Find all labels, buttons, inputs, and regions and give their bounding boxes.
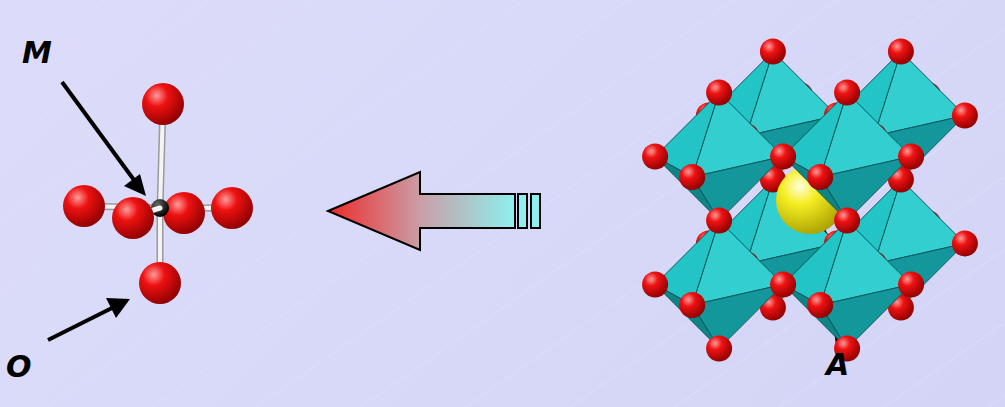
oxygen-atom [642, 144, 668, 170]
octahedron-face [655, 157, 719, 221]
octahedron-face [783, 157, 847, 221]
oxygen-atom [952, 103, 978, 129]
oxygen-atom [679, 292, 705, 318]
oxygen-atom [706, 80, 732, 106]
oxygen-atom [888, 39, 914, 65]
octahedron-face [692, 157, 783, 221]
oxygen-atom [770, 272, 796, 298]
oxygen-atom [706, 336, 732, 362]
octahedron-face [783, 285, 847, 349]
oxygen-atom [760, 39, 786, 65]
octahedron-face [692, 285, 783, 349]
oxygen-atom [706, 208, 732, 234]
oxygen-atom [807, 164, 833, 190]
oxygen-atom [679, 164, 705, 190]
part-label: O [6, 352, 32, 382]
transition-arrow [328, 172, 540, 250]
oxygen-atom [834, 208, 860, 234]
oxygen-atom [834, 80, 860, 106]
oxygen-atom [898, 272, 924, 298]
part-label: A [826, 350, 849, 380]
octahedron-face [655, 285, 719, 349]
octahedron-face [820, 157, 911, 221]
oxygen-atom [807, 292, 833, 318]
mo6-cluster [63, 83, 253, 304]
octahedron-face [820, 285, 911, 349]
oxygen-atom [898, 144, 924, 170]
oxygen-atom [952, 231, 978, 257]
oxygen-atom [642, 272, 668, 298]
part-label: M [22, 38, 52, 68]
perovskite-cell [642, 39, 978, 362]
oxygen-atom [770, 144, 796, 170]
